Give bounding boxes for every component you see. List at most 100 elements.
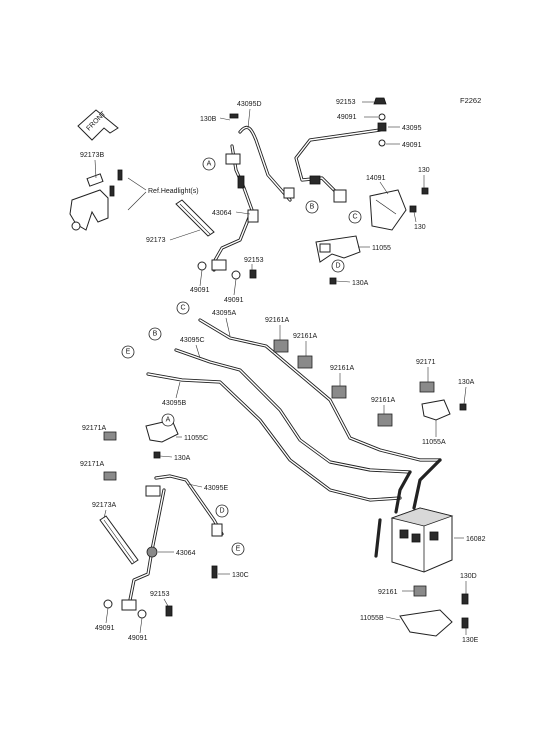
bolt-icon (329, 277, 337, 285)
svg-text:C: C (352, 214, 357, 221)
label-14091: 14091 (366, 175, 386, 182)
bolt-icon (459, 403, 467, 411)
pipe-43095 (294, 128, 382, 203)
pipe-43095C (174, 348, 412, 474)
pipe-43095E (128, 474, 224, 602)
clamp-92173A (99, 515, 139, 565)
clamp-92173 (175, 199, 215, 237)
label-130E: 130E (462, 637, 479, 644)
label-92173A: 92173A (92, 502, 116, 509)
label-49091-right: 49091 (224, 297, 244, 304)
cover-14091 (369, 189, 407, 231)
label-92153-mid: 92153 (244, 257, 264, 264)
label-130-a: 130 (418, 167, 430, 174)
label-92161: 92161 (378, 589, 398, 596)
label-130D: 130D (460, 573, 477, 580)
label-92161A-2: 92161A (293, 333, 317, 340)
bolt-icon (153, 451, 161, 459)
reference-note: Ref.Headlight(s) (148, 188, 199, 195)
clip-icon (273, 339, 393, 427)
label-130C: 130C (232, 572, 249, 579)
callout-E-low: E (231, 542, 245, 556)
bolt-icon (109, 169, 123, 197)
callout-A-top: A (202, 157, 216, 171)
washer-icon (378, 139, 386, 147)
bracket-11055A (421, 399, 451, 421)
label-130-b: 130 (414, 224, 426, 231)
bolt-icon (421, 187, 429, 195)
label-92161A-1: 92161A (265, 317, 289, 324)
bolt-icon (373, 97, 387, 105)
label-92173: 92173 (146, 237, 166, 244)
svg-text:B: B (310, 204, 315, 211)
label-43095D: 43095D (237, 101, 262, 108)
label-49091-left: 49091 (190, 287, 210, 294)
label-43095-top: 43095 (402, 125, 422, 132)
label-43064-top: 43064 (212, 210, 232, 217)
washer-icon (378, 113, 386, 121)
bolt-icon (409, 205, 417, 213)
svg-text:D: D (219, 508, 224, 515)
clip-icon (103, 431, 117, 441)
label-92171A-1: 92171A (82, 425, 106, 432)
label-49091-top1: 49091 (337, 114, 357, 121)
bolt-icon (229, 113, 239, 119)
label-49091-low1: 49091 (95, 625, 115, 632)
label-49091-top2: 49091 (402, 142, 422, 149)
abs-hydraulic-unit (390, 507, 454, 573)
clip-icon (413, 585, 427, 597)
svg-text:E: E (126, 349, 131, 356)
label-130A-top: 130A (352, 280, 369, 287)
label-49091-low2: 49091 (128, 635, 148, 642)
callout-C-mid: C (176, 301, 190, 315)
label-92161A-3: 92161A (330, 365, 354, 372)
bracket-11055B (399, 609, 453, 637)
label-92153-low: 92153 (150, 591, 170, 598)
pipe-43095D (212, 125, 295, 272)
label-92171: 92171 (416, 359, 436, 366)
bolt-icon (461, 617, 469, 629)
front-arrow-icon: FRONT (77, 109, 119, 141)
label-92171A-2: 92171A (80, 461, 104, 468)
pipe-stub (394, 470, 412, 514)
svg-text:D: D (335, 263, 340, 270)
clip-icon (419, 381, 435, 393)
label-43095E: 43095E (204, 485, 228, 492)
label-92173B: 92173B (80, 152, 104, 159)
callout-A-low: A (161, 413, 175, 427)
svg-text:E: E (236, 546, 241, 553)
svg-text:A: A (207, 161, 212, 168)
label-130B: 130B (200, 116, 217, 123)
callout-D-top: D (331, 259, 345, 273)
label-43095C: 43095C (180, 337, 205, 344)
figure-code: F2262 (460, 96, 481, 105)
label-11055A: 11055A (422, 439, 446, 446)
label-16082: 16082 (466, 536, 486, 543)
label-92161A-4: 92161A (371, 397, 395, 404)
bolt-icon (211, 565, 218, 579)
label-92153-top: 92153 (336, 99, 356, 106)
banjo-fitting (197, 259, 257, 280)
svg-text:C: C (180, 305, 185, 312)
svg-text:B: B (153, 331, 158, 338)
bracket-11055 (315, 235, 361, 263)
pipe-43095B (146, 372, 402, 502)
label-43095A: 43095A (212, 310, 236, 317)
pipe-43095A (198, 318, 442, 462)
label-11055B: 11055B (360, 615, 384, 622)
pipe-stub (374, 518, 382, 558)
banjo-fitting (103, 599, 173, 619)
label-11055: 11055 (372, 245, 391, 252)
grommet-icon (146, 546, 158, 558)
label-130A-right: 130A (458, 379, 475, 386)
pipe-stub (412, 458, 442, 510)
callout-D-low: D (215, 504, 229, 518)
svg-text:A: A (166, 417, 171, 424)
label-130A-low: 130A (174, 455, 191, 462)
label-11055C: 11055C (184, 435, 208, 442)
callout-B-top: B (305, 200, 319, 214)
callout-B-mid: B (148, 327, 162, 341)
headlight-bracket (69, 173, 109, 231)
clip-icon (103, 471, 117, 481)
